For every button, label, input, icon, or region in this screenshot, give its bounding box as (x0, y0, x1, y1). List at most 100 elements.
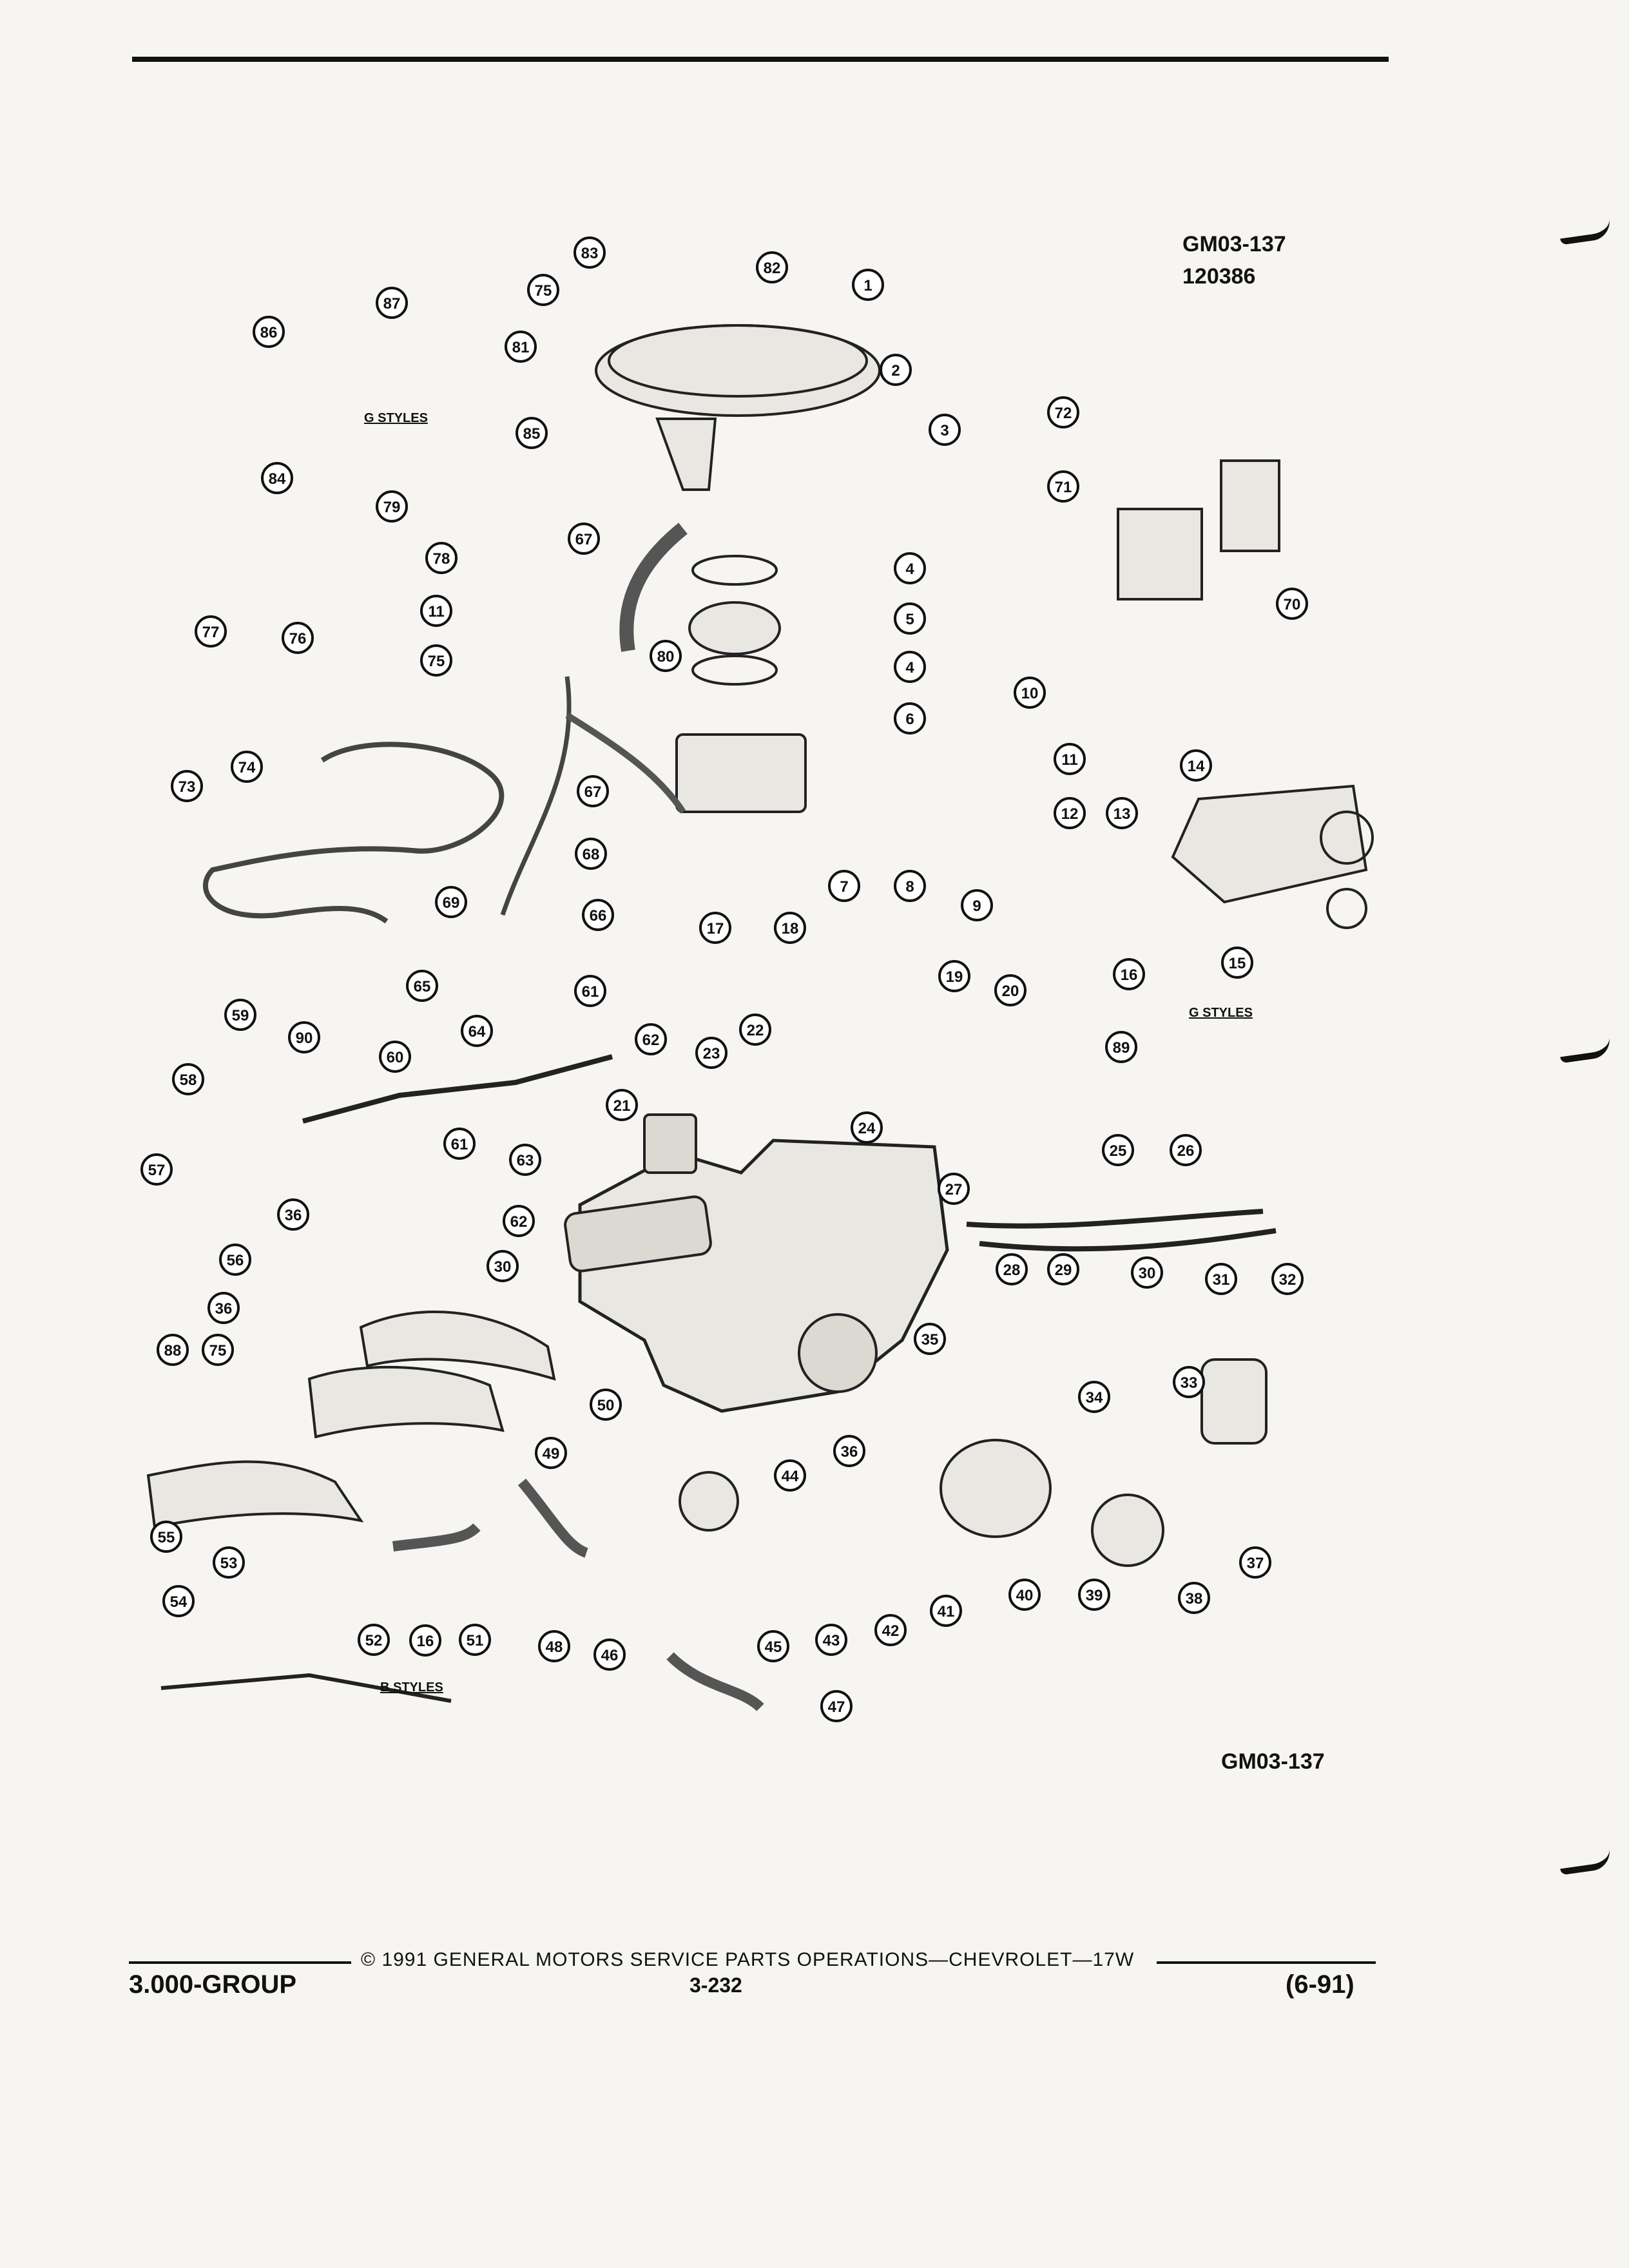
svg-text:16: 16 (417, 1633, 434, 1650)
callout-66: 66 (582, 899, 614, 931)
callout-86: 86 (253, 316, 285, 348)
callout-19: 19 (938, 960, 970, 992)
svg-text:56: 56 (227, 1252, 244, 1269)
svg-text:66: 66 (590, 907, 607, 925)
svg-text:35: 35 (921, 1331, 939, 1349)
callout-23: 23 (695, 1037, 728, 1069)
svg-text:83: 83 (581, 245, 599, 262)
callout-17: 17 (699, 912, 731, 944)
svg-text:19: 19 (946, 968, 963, 986)
svg-text:43: 43 (823, 1632, 840, 1649)
svg-text:12: 12 (1061, 805, 1079, 823)
callout-89: 89 (1105, 1031, 1137, 1063)
svg-text:51: 51 (467, 1632, 484, 1649)
svg-text:55: 55 (158, 1529, 175, 1546)
callout-45: 45 (757, 1630, 789, 1662)
svg-text:87: 87 (383, 295, 401, 312)
callout-44: 44 (774, 1459, 806, 1492)
svg-text:3: 3 (940, 422, 949, 439)
callout-69: 69 (435, 886, 467, 918)
svg-text:57: 57 (148, 1162, 166, 1179)
callout-7: 7 (828, 870, 860, 902)
footer-date: (6-91) (1286, 1970, 1354, 1999)
svg-text:36: 36 (841, 1443, 858, 1461)
svg-text:20: 20 (1002, 983, 1019, 1000)
svg-text:48: 48 (546, 1639, 563, 1656)
svg-text:25: 25 (1110, 1142, 1127, 1160)
svg-text:46: 46 (601, 1647, 619, 1664)
style-labels: G STYLES G STYLES B STYLES (364, 411, 1253, 1695)
svg-text:16: 16 (1121, 966, 1138, 984)
callout-75: 75 (202, 1334, 234, 1366)
svg-text:32: 32 (1279, 1271, 1296, 1289)
callout-31: 31 (1205, 1263, 1237, 1295)
svg-text:10: 10 (1021, 685, 1039, 702)
callout-22: 22 (739, 1014, 771, 1046)
svg-text:15: 15 (1229, 955, 1246, 972)
valve-cover (564, 1195, 712, 1273)
callout-80: 80 (650, 640, 682, 672)
callout-28: 28 (996, 1253, 1028, 1285)
callout-87: 87 (376, 287, 408, 319)
svg-text:7: 7 (840, 878, 848, 896)
callout-36: 36 (277, 1198, 309, 1231)
callout-62: 62 (503, 1205, 535, 1237)
svg-text:84: 84 (269, 470, 286, 488)
svg-text:82: 82 (764, 260, 781, 277)
callout-67: 67 (577, 775, 609, 807)
callout-2: 2 (880, 354, 912, 386)
svg-text:89: 89 (1113, 1039, 1130, 1057)
callout-35: 35 (914, 1323, 946, 1355)
callout-61: 61 (574, 975, 606, 1007)
callout-56: 56 (219, 1244, 251, 1276)
svg-text:70: 70 (1284, 596, 1301, 613)
ecm-module (1220, 459, 1280, 552)
svg-text:24: 24 (858, 1120, 876, 1137)
svg-text:33: 33 (1181, 1374, 1198, 1392)
engine-block (578, 1139, 949, 1413)
svg-text:22: 22 (747, 1022, 764, 1039)
callout-52: 52 (358, 1624, 390, 1656)
callout-81: 81 (505, 331, 537, 363)
callout-42: 42 (874, 1614, 907, 1646)
svg-text:76: 76 (289, 630, 307, 648)
callout-90: 90 (288, 1021, 320, 1053)
callout-balloons: 1 2 3 4 4 5 6 7 8 9 10 11 11 12 13 14 15… (140, 236, 1308, 1722)
svg-text:63: 63 (517, 1152, 534, 1169)
callout-29: 29 (1047, 1253, 1079, 1285)
spacer-ring (688, 601, 781, 655)
callout-33: 33 (1173, 1366, 1205, 1398)
callout-27: 27 (938, 1173, 970, 1205)
callout-11: 11 (420, 595, 452, 627)
callout-11: 11 (1054, 743, 1086, 775)
svg-text:88: 88 (164, 1342, 182, 1360)
callout-26: 26 (1170, 1134, 1202, 1166)
callout-75: 75 (420, 644, 452, 677)
callout-67: 67 (568, 523, 600, 555)
svg-text:74: 74 (238, 759, 256, 776)
alternator (940, 1439, 1052, 1538)
callout-79: 79 (376, 490, 408, 523)
ecm-bracket (1117, 508, 1203, 601)
callout-60: 60 (379, 1041, 411, 1073)
callout-43: 43 (815, 1624, 847, 1656)
fuel-line (966, 1209, 1264, 1229)
svg-text:62: 62 (510, 1213, 528, 1231)
svg-text:80: 80 (657, 648, 675, 666)
callout-36: 36 (833, 1435, 865, 1467)
svg-text:75: 75 (428, 653, 445, 670)
footer-copyright: © 1991 GENERAL MOTORS SERVICE PARTS OPER… (361, 1949, 1135, 1970)
svg-text:47: 47 (828, 1698, 845, 1716)
callout-30: 30 (1131, 1256, 1163, 1289)
callout-46: 46 (593, 1639, 626, 1671)
throttle-body (675, 733, 807, 813)
svg-text:26: 26 (1177, 1142, 1195, 1160)
callout-21: 21 (606, 1089, 638, 1121)
svg-text:13: 13 (1113, 805, 1131, 823)
svg-text:34: 34 (1086, 1389, 1103, 1407)
callout-54: 54 (162, 1585, 195, 1617)
callout-37: 37 (1239, 1546, 1271, 1579)
svg-text:60: 60 (387, 1049, 404, 1066)
svg-text:61: 61 (451, 1136, 468, 1153)
